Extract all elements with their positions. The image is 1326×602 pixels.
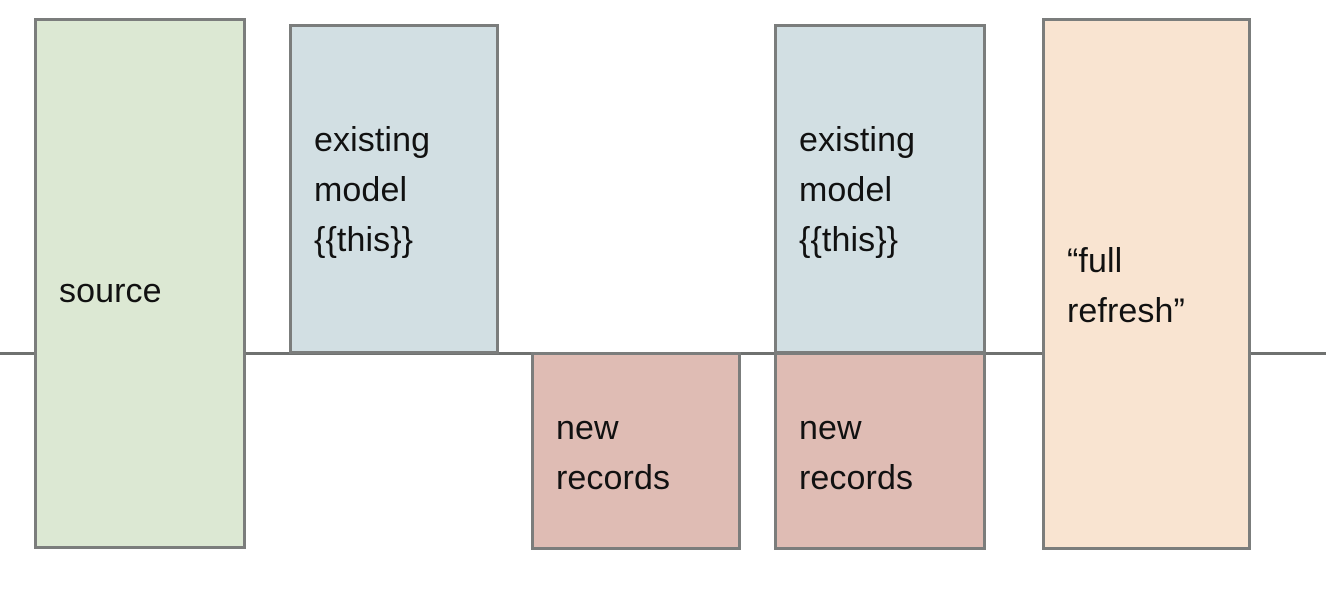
- box-new-records-2[interactable]: new records: [774, 352, 986, 550]
- box-new-records-1[interactable]: new records: [531, 352, 741, 550]
- box-existing-model-1[interactable]: existing model {{this}}: [289, 24, 499, 354]
- box-full-refresh-label: “full refresh”: [1067, 242, 1185, 330]
- box-source[interactable]: source: [34, 18, 246, 549]
- box-existing-model-2-label: existing model {{this}}: [799, 121, 916, 259]
- box-source-label: source: [59, 272, 162, 310]
- box-new-records-1-label: new records: [556, 409, 671, 497]
- box-existing-model-1-label: existing model {{this}}: [314, 121, 431, 259]
- box-existing-model-2[interactable]: existing model {{this}}: [774, 24, 986, 354]
- box-full-refresh[interactable]: “full refresh”: [1042, 18, 1251, 550]
- box-new-records-2-label: new records: [799, 409, 914, 497]
